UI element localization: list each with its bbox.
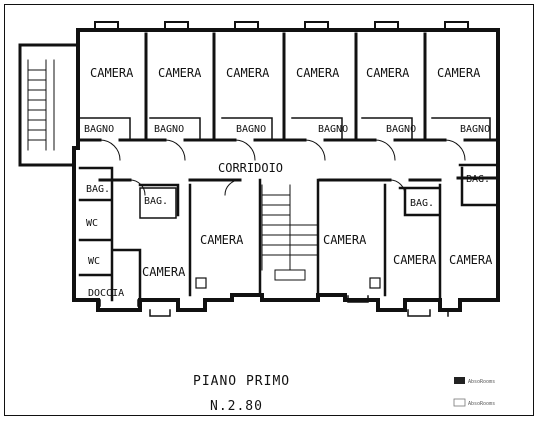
stair-tower-left (18, 43, 80, 167)
label-camera-mid-right: CAMERA (323, 233, 367, 247)
label-wc-2: WC (88, 256, 100, 267)
bag-inner-box (139, 187, 177, 219)
label-camera-top-4: CAMERA (296, 66, 340, 80)
company-logo: AbsoRooms AbsoRooms (453, 377, 495, 407)
label-wc-1: WC (86, 218, 98, 229)
door-swings (99, 139, 466, 196)
label-bagno-2: BAGNO (154, 124, 184, 135)
stair-steps-left (27, 59, 55, 151)
label-bag-right: BAG. (466, 174, 490, 185)
label-camera-top-5: CAMERA (366, 66, 410, 80)
drawing-frame (4, 4, 534, 416)
label-corridoio: CORRIDOIO (218, 161, 283, 175)
plan-title: PIANO PRIMO (193, 374, 290, 389)
right-block-walls (398, 163, 500, 302)
label-camera-right-2: CAMERA (449, 253, 493, 267)
label-bag-right-inner: BAG. (410, 198, 434, 209)
label-bag-inner: BAG. (144, 196, 168, 207)
top-room-walls (144, 32, 427, 142)
outer-wall (72, 28, 500, 312)
fixture-2 (369, 277, 381, 289)
label-bagno-4: BAGNO (318, 124, 348, 135)
label-bagno-5: BAGNO (386, 124, 416, 135)
logo-text-bottom: AbsoRooms (468, 401, 495, 407)
label-camera-top-2: CAMERA (158, 66, 202, 80)
label-bag-left: BAG. (86, 184, 110, 195)
left-block-walls (78, 166, 142, 302)
roof-bumps (94, 21, 469, 31)
label-camera-top-6: CAMERA (437, 66, 481, 80)
central-walls (138, 178, 387, 297)
room-labels: CAMERA CAMERA CAMERA CAMERA CAMERA CAMER… (84, 66, 493, 299)
label-bagno-1: BAGNO (84, 124, 114, 135)
plan-subtitle: N.2.80 (210, 399, 263, 414)
bottom-windows (99, 295, 449, 317)
fixture-1 (195, 277, 207, 289)
label-camera-left: CAMERA (142, 265, 186, 279)
label-camera-mid-left: CAMERA (200, 233, 244, 247)
label-camera-top-1: CAMERA (90, 66, 134, 80)
label-camera-top-3: CAMERA (226, 66, 270, 80)
bath-partitions (79, 117, 491, 139)
label-bagno-3: BAGNO (236, 124, 266, 135)
logo-text-top: AbsoRooms (468, 379, 495, 385)
corridor-wall-bottom (98, 176, 500, 182)
label-camera-right-1: CAMERA (393, 253, 437, 267)
central-stair (261, 184, 319, 281)
label-doccia: DOCCIA (88, 288, 124, 299)
label-bagno-6: BAGNO (460, 124, 490, 135)
